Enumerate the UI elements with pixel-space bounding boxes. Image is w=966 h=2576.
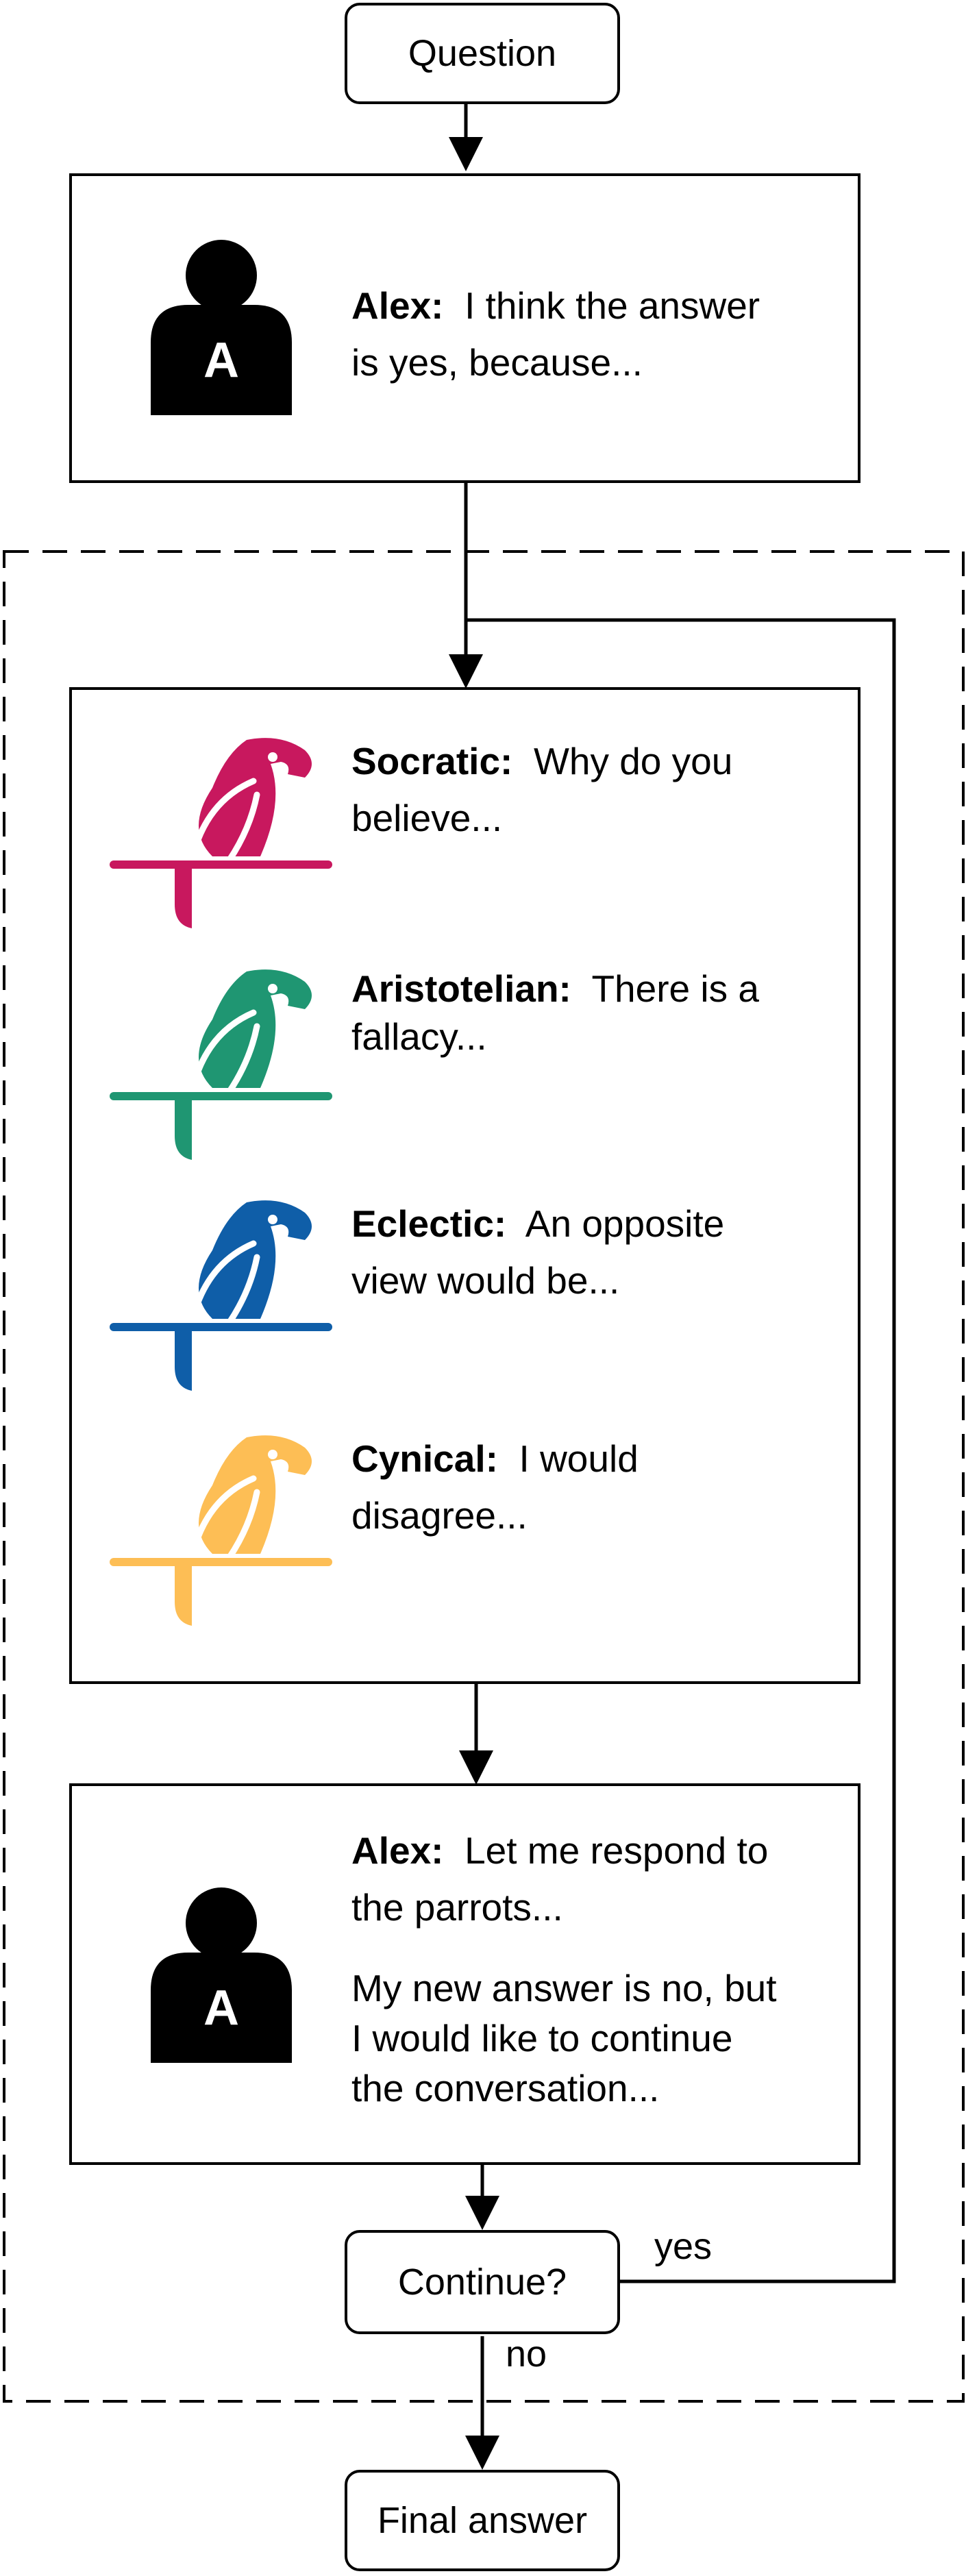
yes-edge-label: yes [654,2226,713,2267]
speaker-name: Socratic: [351,740,513,782]
parrot-message: Socratic: Why do you believe... [351,733,732,847]
message-line: view would be... [351,1259,620,1302]
parrot-icon [110,1435,332,1626]
message-line: Why do you [533,740,733,782]
final-answer-label: Final answer [377,2500,588,2541]
parrot-message: Aristotelian: There is a fallacy... [351,965,759,1061]
parrot-icon [110,738,332,928]
message-line: the conversation... [351,2067,660,2109]
message-line: My new answer is no, but [351,1967,777,2009]
speaker-name: Eclectic: [351,1202,507,1245]
avatar-letter: A [203,333,239,388]
message-line: I think the answer [465,284,760,327]
alex-initial-panel [69,173,860,483]
message-line: believe... [351,797,503,839]
person-silhouette-icon: A [151,240,292,415]
message-line: I would [519,1437,639,1480]
avatar-letter: A [203,1981,239,2035]
final-answer-node: Final answer [345,2470,620,2571]
alex-response-message: Alex: Let me respond to the parrots... M… [351,1822,777,2114]
parrot-icon [110,969,332,1160]
message-line: An opposite [525,1202,725,1245]
message-line: I would like to continue [351,2017,733,2059]
message-line: Let me respond to [465,1829,769,1872]
alex-initial-message: Alex: I think the answer is yes, because… [351,277,760,391]
parrot-message: Eclectic: An opposite view would be... [351,1196,724,1309]
person-silhouette-icon: A [151,1887,292,2063]
continue-label: Continue? [397,2262,567,2303]
question-node: Question [345,3,620,104]
parrot-icon [110,1200,332,1391]
continue-node: Continue? [345,2230,620,2334]
loop-region-dashed [3,550,965,2403]
message-line: the parrots... [351,1886,563,1929]
parrot-message: Cynical: I would disagree... [351,1431,639,1544]
speaker-name: Cynical: [351,1437,498,1480]
no-edge-label: no [506,2333,547,2375]
message-line: is yes, because... [351,341,643,384]
message-line: fallacy... [351,1015,487,1058]
arrow-yes-loop [466,618,896,2283]
message-line: disagree... [351,1494,528,1537]
message-line: There is a [591,967,759,1010]
speaker-name: Aristotelian: [351,967,571,1010]
speaker-name: Alex: [351,284,444,327]
question-label: Question [408,33,557,74]
speaker-name: Alex: [351,1829,444,1872]
